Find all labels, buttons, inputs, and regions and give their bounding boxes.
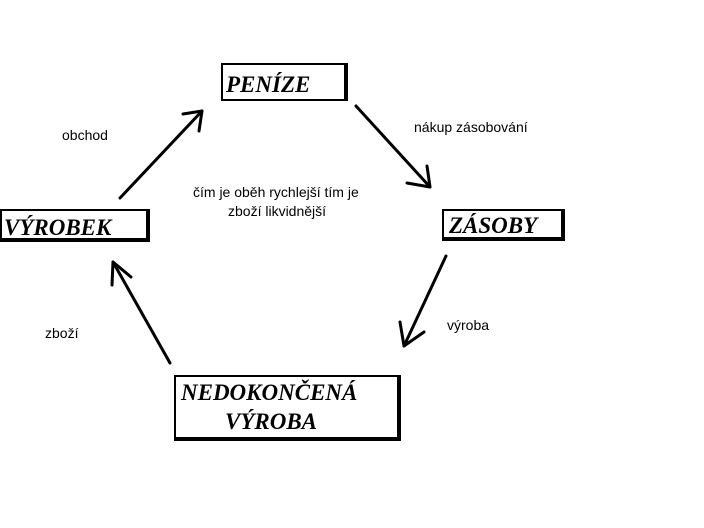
arrow-penize-to-zasoby <box>354 104 432 189</box>
center-note-line2: zboží likvidnější <box>228 203 327 219</box>
node-zasoby: ZÁSOBY <box>442 209 565 241</box>
center-note: čím je oběh rychlejší tím je zboží likvi… <box>193 183 359 221</box>
node-nedokoncena-label-line1: NEDOKONČENÁ <box>181 380 358 405</box>
node-penize-label: PENÍZE <box>226 72 311 97</box>
arrow-zasoby-to-nedokoncena <box>398 254 448 348</box>
node-vyrobek: VÝROBEK <box>0 209 150 242</box>
node-penize: PENÍZE <box>221 63 348 101</box>
node-nedokoncena-vyroba: NEDOKONČENÁ VÝROBA <box>174 375 401 441</box>
arrow-nedokoncena-to-vyrobek <box>110 260 172 365</box>
center-note-line1: čím je oběh rychlejší tím je <box>193 184 359 200</box>
node-vyrobek-label: VÝROBEK <box>4 215 112 240</box>
arrow-vyrobek-to-penize <box>118 109 204 200</box>
edge-label-zbozi: zboží <box>45 325 79 341</box>
node-zasoby-label: ZÁSOBY <box>449 213 538 238</box>
node-nedokoncena-label-line2: VÝROBA <box>225 409 318 434</box>
edge-label-nakup: nákup zásobování <box>414 119 528 135</box>
edge-label-obchod: obchod <box>62 127 108 143</box>
edge-label-vyroba: výroba <box>447 317 490 333</box>
